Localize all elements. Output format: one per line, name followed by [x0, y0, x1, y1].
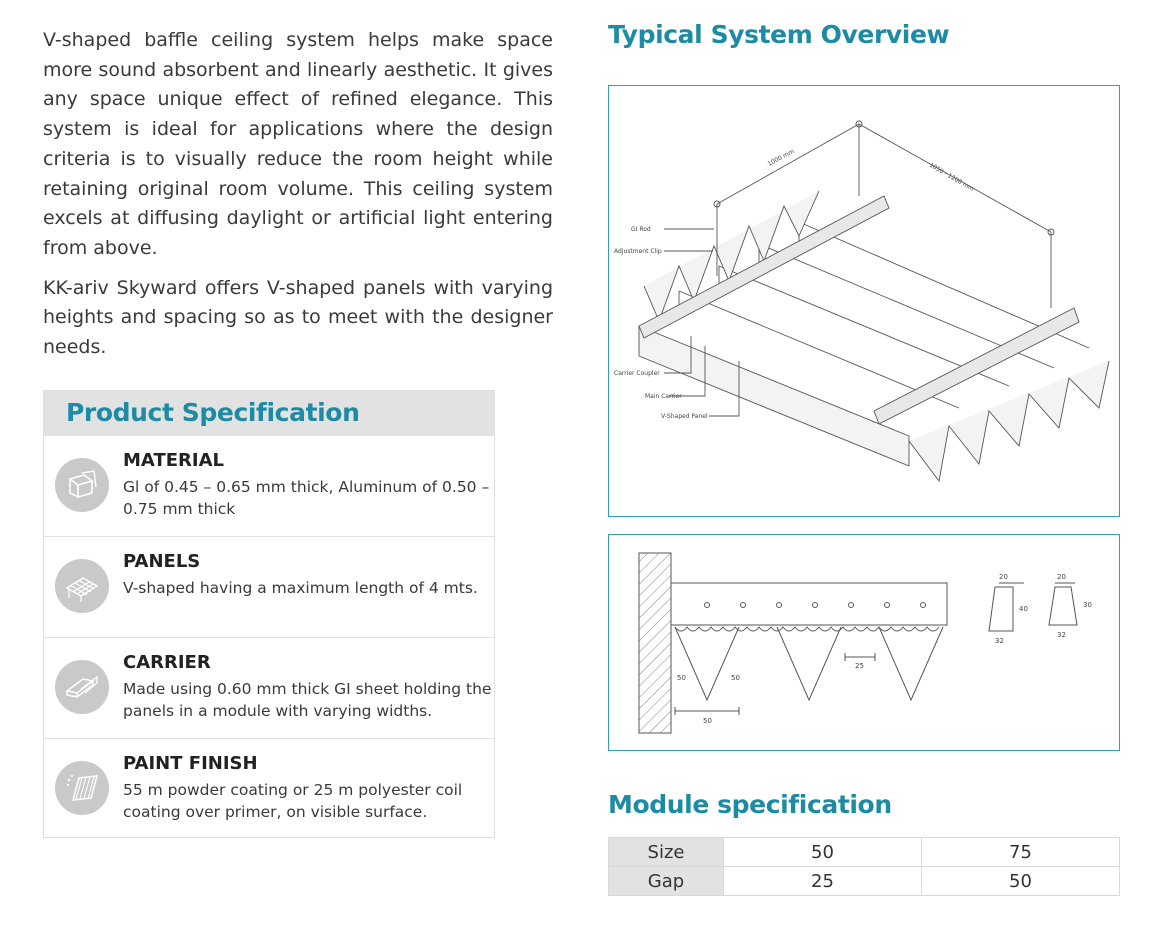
overview-title: Typical System Overview	[608, 20, 950, 49]
table-cell: 75	[921, 837, 1120, 867]
spec-item-title: PAINT FINISH	[123, 753, 258, 774]
spec-item-text: 55 m powder coating or 25 m polyester co…	[123, 781, 463, 821]
spec-item-title: MATERIAL	[123, 450, 224, 471]
label-carrier-coupler: Carrier Coupler	[614, 370, 660, 377]
label-gi-rod: GI Rod	[631, 226, 651, 233]
label-panel-width: 50	[703, 717, 712, 725]
label-dim-2: 1050 - 1200 mm	[928, 162, 975, 193]
label-adjustment-clip: Adjustment Clip	[614, 248, 662, 255]
module-specification-table: Size 50 75 Gap 25 50	[608, 837, 1120, 896]
spec-item-title: PANELS	[123, 551, 201, 572]
label-profile-b-height: 30	[1083, 601, 1092, 609]
product-specification-title: Product Specification	[66, 398, 360, 427]
label-profile-b-bottom: 32	[1057, 631, 1066, 639]
label-profile-a-top: 20	[999, 573, 1008, 581]
spec-item-paint-finish: PAINT FINISH 55 m powder coating or 25 m…	[44, 738, 494, 839]
label-profile-a-height: 40	[1019, 605, 1028, 613]
paint-spray-icon	[55, 761, 109, 815]
label-panel-side-right: 50	[731, 674, 740, 682]
isometric-diagram: GI Rod Adjustment Clip Carrier Coupler M…	[608, 85, 1120, 517]
intro-paragraph-1: V-shaped baffle ceiling system helps mak…	[43, 29, 553, 259]
table-cell: 25	[723, 866, 922, 896]
section-diagram: 50 50 50 25 20 40 32 20 30 32	[608, 534, 1120, 751]
intro-paragraph-2: KK-ariv Skyward offers V-shaped panels w…	[43, 276, 553, 359]
spec-item-carrier: CARRIER Made using 0.60 mm thick GI shee…	[44, 637, 494, 738]
label-v-panel: V-Shaped Panel	[661, 413, 708, 420]
table-row: Size 50 75	[608, 837, 1120, 867]
table-cell-label: Gap	[608, 866, 724, 896]
label-dim-1: 1000 mm	[767, 148, 796, 168]
table-cell: 50	[723, 837, 922, 867]
label-main-carrier: Main Carrier	[645, 393, 682, 400]
label-panel-side-left: 50	[677, 674, 686, 682]
table-cell: 50	[921, 866, 1120, 896]
product-specification-panel: Product Specification MATERIAL Gl of 0.4…	[43, 390, 495, 838]
spec-item-title: CARRIER	[123, 652, 211, 673]
material-sheets-icon	[55, 458, 109, 512]
product-specification-header: Product Specification	[44, 391, 494, 435]
spec-item-text: Made using 0.60 mm thick GI sheet holdin…	[123, 680, 492, 720]
spec-item-text: V-shaped having a maximum length of 4 mt…	[123, 579, 478, 597]
table-cell-label: Size	[608, 837, 724, 867]
panels-grid-icon	[55, 559, 109, 613]
table-row: Gap 25 50	[608, 866, 1120, 896]
module-specification-title: Module specification	[608, 790, 892, 819]
intro-text: V-shaped baffle ceiling system helps mak…	[43, 26, 553, 373]
label-profile-b-top: 20	[1057, 573, 1066, 581]
carrier-rail-icon	[55, 660, 109, 714]
spec-item-text: Gl of 0.45 – 0.65 mm thick, Aluminum of …	[123, 478, 490, 518]
label-profile-a-bottom: 32	[995, 637, 1004, 645]
spec-item-panels: PANELS V-shaped having a maximum length …	[44, 536, 494, 637]
label-gap: 25	[855, 662, 864, 670]
spec-item-material: MATERIAL Gl of 0.45 – 0.65 mm thick, Alu…	[44, 435, 494, 536]
